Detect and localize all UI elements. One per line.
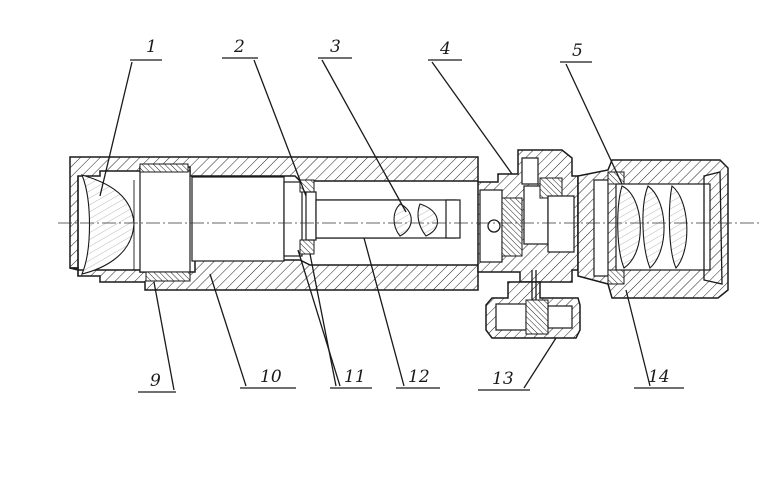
label-1: 1 [146, 37, 157, 57]
objective-lens [81, 174, 135, 275]
label-14: 14 [648, 367, 670, 387]
label-2: 2 [233, 37, 245, 57]
eyepiece-housing [577, 159, 729, 299]
label-11: 11 [344, 367, 366, 387]
leader-lines-bottom [138, 237, 684, 393]
part-labels: 1 2 3 4 5 9 10 11 12 13 14 [146, 37, 670, 391]
label-13: 13 [492, 369, 514, 389]
spacer-sleeve [191, 176, 285, 262]
label-10: 10 [260, 367, 282, 387]
inner-tube-and-lens-group [315, 199, 461, 239]
label-5: 5 [572, 41, 583, 61]
adjustment-knob [485, 270, 581, 339]
label-12: 12 [408, 367, 430, 387]
label-3: 3 [330, 37, 341, 57]
retaining-ring [139, 163, 191, 282]
label-4: 4 [439, 39, 451, 59]
focusing-mechanism [477, 149, 579, 283]
label-9: 9 [150, 371, 161, 391]
leader-lines-top [99, 57, 623, 213]
